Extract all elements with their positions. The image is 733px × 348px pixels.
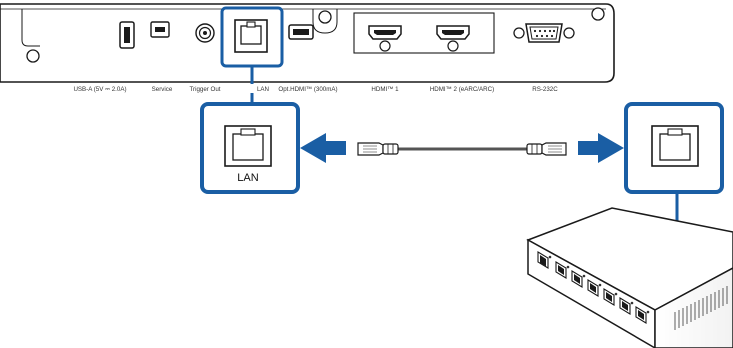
zoomed-lan-port: LAN	[200, 102, 300, 194]
port-label-rs232c: RS-232C	[532, 86, 558, 93]
lan-port-icon	[651, 125, 699, 167]
cable-plug-right	[526, 142, 567, 156]
port-label-opt-hdmi: Opt.HDMI™ (300mA)	[278, 86, 337, 93]
arrow-left-icon	[300, 133, 346, 163]
zoom-lan-label: LAN	[237, 172, 258, 184]
port-label-hdmi1: HDMI™ 1	[371, 86, 399, 93]
arrow-right-icon	[578, 133, 624, 163]
port-label-hdmi2: HDMI™ 2 (eARC/ARC)	[430, 86, 494, 93]
network-hub-icon	[526, 207, 733, 348]
port-label-trigger-out: Trigger Out	[189, 86, 220, 93]
trigger-out-jack-icon	[195, 23, 215, 43]
port-label-service: Service	[152, 86, 173, 93]
cable-plug-left	[357, 142, 399, 156]
zoomed-hub-port	[624, 102, 724, 256]
mini-usb-port-icon	[150, 21, 170, 38]
usb-a-port-icon	[288, 24, 314, 40]
lan-port-icon	[234, 19, 268, 53]
projector-rear-panel: USB-A (5V ⎓ 2.0A) Service Trigger Out LA…	[0, 3, 615, 104]
usb-a-port-icon	[119, 21, 135, 49]
hdmi-port-icon	[436, 25, 470, 52]
lan-cable-icon	[357, 142, 567, 156]
lan-port-icon	[224, 125, 272, 167]
port-label-lan: LAN	[257, 86, 269, 93]
rs232c-port-icon	[513, 23, 575, 43]
hdmi-port-icon	[368, 25, 402, 52]
port-label-usb-a: USB-A (5V ⎓ 2.0A)	[73, 86, 126, 93]
